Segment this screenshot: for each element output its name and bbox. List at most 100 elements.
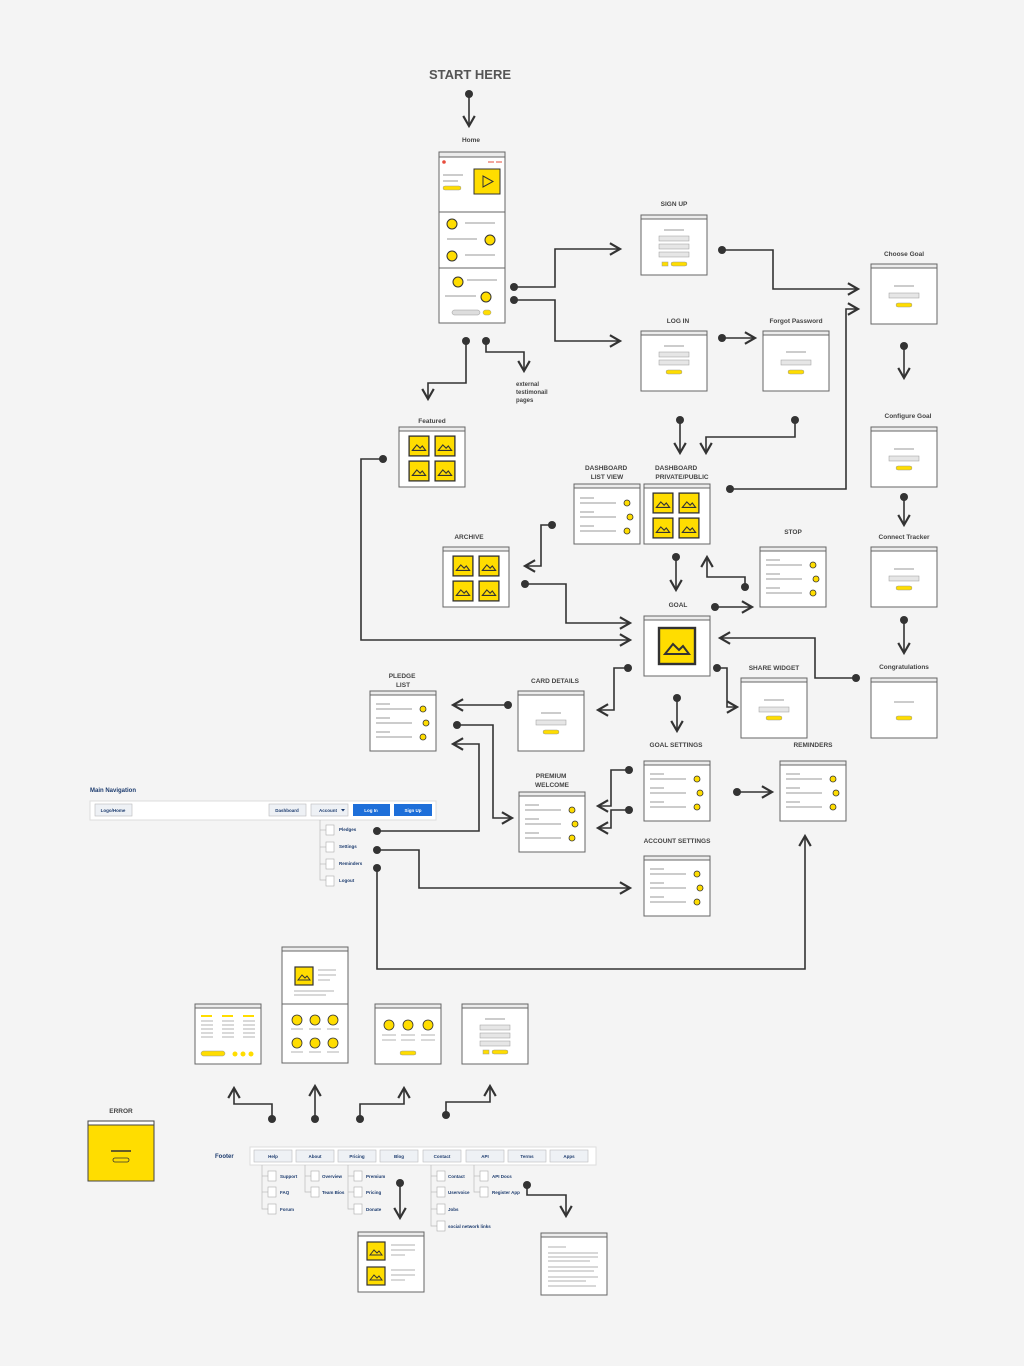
card-details-label: CARD DETAILS bbox=[531, 678, 580, 685]
account-dropdown: Pledges Settings Reminders Logout bbox=[319, 820, 363, 887]
footer-tab-apps-label: Apps bbox=[563, 1154, 575, 1159]
forgot-password-screen[interactable] bbox=[762, 330, 830, 392]
footer-link-donate[interactable]: Donate bbox=[366, 1207, 382, 1212]
footer-doc-icons bbox=[267, 1170, 489, 1232]
footer-tab-about-label: About bbox=[309, 1154, 322, 1159]
dashboard-nav-button[interactable] bbox=[268, 803, 307, 817]
blog-page-screen[interactable] bbox=[357, 1231, 425, 1293]
footer-tab-terms[interactable] bbox=[507, 1149, 547, 1163]
error-label: ERROR bbox=[109, 1108, 133, 1115]
footer-heading: Footer bbox=[215, 1154, 234, 1160]
premium-welcome-screen[interactable] bbox=[518, 791, 586, 853]
document-icon bbox=[325, 824, 335, 836]
footer-tab-api-label: API bbox=[481, 1154, 489, 1159]
featured-label: Featured bbox=[418, 418, 445, 425]
footer-link-jobs[interactable]: Jobs bbox=[448, 1207, 459, 1212]
pledge-list-screen[interactable] bbox=[369, 690, 437, 752]
footer-tab-pricing[interactable] bbox=[337, 1149, 377, 1163]
dropdown-reminders[interactable]: Reminders bbox=[339, 861, 363, 866]
dashboard-nav-label: Dashboard bbox=[275, 808, 299, 813]
choose-goal-screen[interactable] bbox=[870, 263, 938, 325]
error-screen[interactable] bbox=[87, 1120, 155, 1182]
footer-link-api-docs[interactable]: API Docs bbox=[492, 1174, 512, 1179]
congratulations-screen[interactable] bbox=[870, 677, 938, 739]
dropdown-logout[interactable]: Logout bbox=[339, 878, 355, 883]
footer-link-contact[interactable]: Contact bbox=[448, 1174, 465, 1179]
footer-tab-blog[interactable] bbox=[379, 1149, 419, 1163]
archive-screen[interactable] bbox=[442, 546, 510, 608]
login-nav-label: Log In bbox=[364, 808, 378, 813]
account-settings-screen[interactable] bbox=[643, 855, 711, 917]
account-settings-label: ACCOUNT SETTINGS bbox=[644, 838, 711, 845]
footer-tab-terms-label: Terms bbox=[520, 1154, 534, 1159]
footer-tab-pricing-label: Pricing bbox=[349, 1154, 365, 1159]
signup-label: SIGN UP bbox=[661, 201, 688, 208]
footer-tab-apps[interactable] bbox=[549, 1149, 589, 1163]
connectors bbox=[227, 94, 911, 1221]
contact-page-screen[interactable] bbox=[461, 1003, 529, 1065]
configure-goal-screen[interactable] bbox=[870, 426, 938, 488]
main-nav-heading: Main Navigation bbox=[90, 788, 136, 794]
dropdown-settings[interactable]: Settings bbox=[339, 844, 357, 849]
stop-label: STOP bbox=[784, 529, 802, 536]
about-page-screen[interactable] bbox=[281, 946, 349, 1064]
footer-link-premium[interactable]: Premium bbox=[366, 1174, 385, 1179]
main-nav-bar: Logo/Home Dashboard Account Log In Sign … bbox=[89, 800, 437, 821]
signup-screen[interactable] bbox=[640, 214, 708, 276]
footer-tab-api[interactable] bbox=[465, 1149, 505, 1163]
footer-link-faq[interactable]: FAQ bbox=[280, 1190, 290, 1195]
footer-tab-about[interactable] bbox=[295, 1149, 335, 1163]
footer-link-team-bios[interactable]: Team Bios bbox=[322, 1190, 345, 1195]
goal-settings-screen[interactable] bbox=[643, 760, 711, 822]
login-nav-button[interactable] bbox=[353, 804, 390, 816]
footer-link-forum[interactable]: Forum bbox=[280, 1207, 294, 1212]
pledge-list-label: PLEDGE LIST bbox=[389, 673, 418, 689]
external-testimonial-note: external testimonail pages bbox=[516, 382, 549, 404]
dashboard-list-screen[interactable] bbox=[573, 483, 641, 545]
signup-nav-button[interactable] bbox=[394, 804, 432, 816]
footer-link-register-app[interactable]: Register App bbox=[492, 1190, 520, 1195]
footer-link-uservoice[interactable]: Uservoice bbox=[448, 1190, 470, 1195]
dashboard-private-screen[interactable] bbox=[643, 483, 711, 545]
configure-goal-label: Configure Goal bbox=[885, 413, 932, 420]
card-details-screen[interactable] bbox=[517, 690, 585, 752]
goal-screen[interactable] bbox=[643, 615, 711, 677]
footer-link-overview[interactable]: Overview bbox=[322, 1174, 343, 1179]
congratulations-label: Congratulations bbox=[879, 664, 929, 671]
login-label: LOG IN bbox=[667, 318, 690, 325]
reminders-screen[interactable] bbox=[779, 760, 847, 822]
footer-tab-help[interactable] bbox=[253, 1149, 293, 1163]
account-nav-label: Account bbox=[319, 808, 338, 813]
featured-screen[interactable] bbox=[398, 426, 466, 488]
choose-goal-label: Choose Goal bbox=[884, 251, 924, 258]
dashboard-private-label: DASHBOARD PRIVATE/PUBLIC bbox=[655, 465, 709, 481]
connect-tracker-screen[interactable] bbox=[870, 546, 938, 608]
login-screen[interactable] bbox=[640, 330, 708, 392]
play-icon bbox=[482, 175, 495, 188]
archive-label: ARCHIVE bbox=[454, 534, 484, 541]
forgot-password-label: Forgot Password bbox=[769, 318, 822, 325]
premium-welcome-label: PREMIUM WELCOME bbox=[535, 773, 570, 789]
logo-home-label: Logo/Home bbox=[101, 808, 126, 813]
footer-nav-bar: Help About Pricing Blog Contact API Term… bbox=[249, 1146, 597, 1166]
logo-home-button[interactable] bbox=[94, 803, 133, 817]
dropdown-pledges[interactable]: Pledges bbox=[339, 827, 357, 832]
support-page-screen[interactable] bbox=[194, 1003, 262, 1065]
home-screen[interactable] bbox=[438, 151, 506, 324]
footer-link-pricing[interactable]: Pricing bbox=[366, 1190, 382, 1195]
share-widget-label: SHARE WIDGET bbox=[749, 665, 800, 672]
share-widget-screen[interactable] bbox=[740, 677, 808, 739]
connect-tracker-label: Connect Tracker bbox=[879, 534, 930, 541]
footer-tab-contact[interactable] bbox=[422, 1149, 462, 1163]
api-docs-page-screen[interactable] bbox=[540, 1232, 608, 1296]
image-icon bbox=[408, 435, 430, 457]
account-nav-button[interactable] bbox=[310, 803, 349, 817]
footer-link-social[interactable]: social network links bbox=[448, 1224, 491, 1229]
avatar-icon bbox=[452, 276, 464, 288]
stop-screen[interactable] bbox=[759, 546, 827, 608]
chevron-down-icon bbox=[341, 809, 345, 812]
pricing-page-screen[interactable] bbox=[374, 1003, 442, 1065]
goal-label: GOAL bbox=[669, 602, 688, 609]
footer-link-support[interactable]: Support bbox=[280, 1174, 298, 1179]
